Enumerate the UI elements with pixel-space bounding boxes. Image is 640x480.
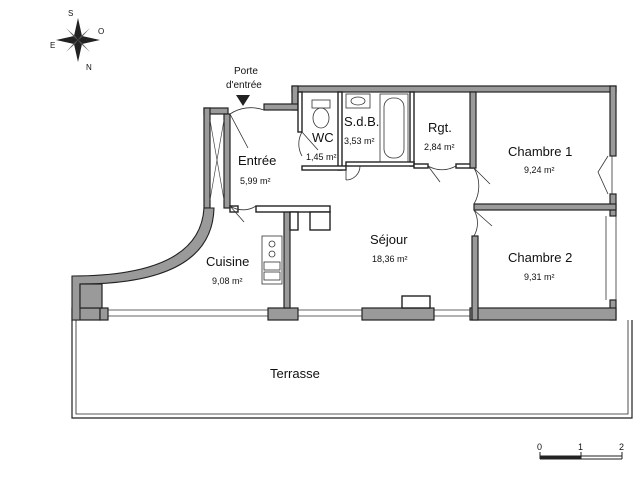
windows [108,156,617,317]
sdb-area: 3,53 m² [344,136,375,146]
compass-south-label: S [68,9,73,18]
arrow-down-icon [236,95,250,106]
entree-label: Entrée [238,153,276,168]
scale-tick-0: 0 [537,442,542,452]
compass-west-label: O [98,27,104,36]
wc-area: 1,45 m² [306,152,337,162]
chambre1-area: 9,24 m² [524,165,555,175]
scale-tick-2: 2 [619,442,624,452]
wc-label: WC [312,130,334,145]
rgt-label: Rgt. [428,120,452,135]
doors [229,107,609,237]
compass-east-label: E [50,41,55,50]
terrace [71,320,633,419]
cuisine-area: 9,08 m² [212,276,243,286]
entree-area: 5,99 m² [240,176,271,186]
rgt-area: 2,84 m² [424,142,455,152]
sdb-label: S.d.B. [344,114,379,129]
terrasse-label: Terrasse [270,366,320,381]
sejour-area: 18,36 m² [372,254,408,264]
cuisine-label: Cuisine [206,254,249,269]
scale-tick-1: 1 [578,442,583,452]
interior-walls [229,91,617,321]
entrance-label-line2: d'entrée [226,80,262,91]
fixtures [261,93,409,285]
chambre1-label: Chambre 1 [508,144,572,159]
sejour-label: Séjour [370,232,408,247]
compass-north-label: N [86,63,92,72]
entrance-label-line1: Porte [234,66,258,77]
chambre2-label: Chambre 2 [508,250,572,265]
compass-rose-icon: S O E N [50,9,104,72]
scale-bar: 0 1 2 [537,442,624,460]
chambre2-area: 9,31 m² [524,272,555,282]
